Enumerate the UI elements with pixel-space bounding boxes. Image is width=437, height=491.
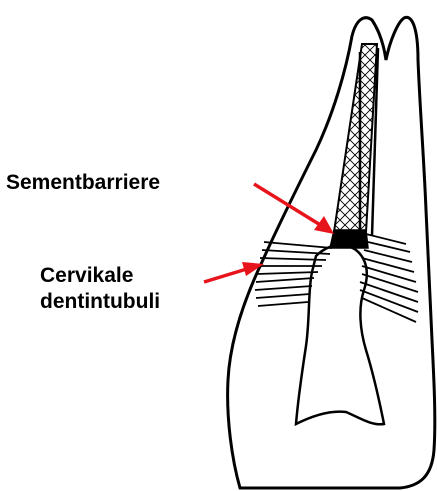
cervical-tubules-label-line1: Cervikale	[40, 264, 133, 287]
cervical-dentin-tubules-right	[360, 234, 418, 322]
tooth-outline	[228, 17, 435, 488]
cement-barrier-label: Sementbarriere	[6, 171, 160, 194]
root-filling	[334, 44, 377, 232]
cervical-tubules-label-line2: dentintubuli	[40, 290, 160, 313]
